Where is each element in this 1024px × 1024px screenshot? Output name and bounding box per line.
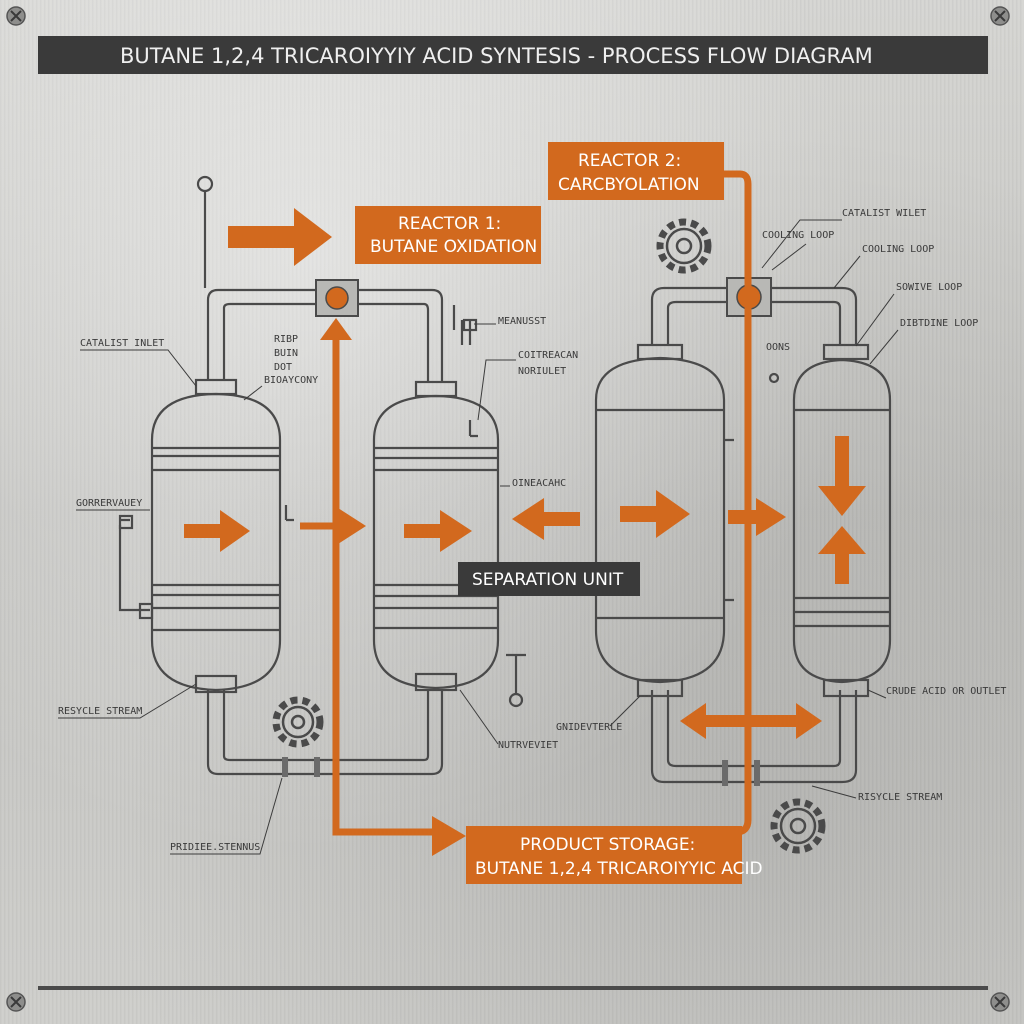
label-oons: OONS (766, 342, 790, 353)
vessel-2 (372, 380, 500, 692)
reactor-2-box: REACTOR 2: CARCBYOLATION (548, 142, 724, 200)
label-cooling-loop-2: COOLING LOOP (862, 244, 934, 255)
label-dot: DOT (274, 362, 292, 373)
product-storage-box: PRODUCT STORAGE: BUTANE 1,2,4 TRICAROIYY… (466, 826, 763, 884)
bottom-rail (38, 986, 988, 990)
label-noriulet: NORIULET (518, 366, 566, 377)
label-pridiee-stenius: PRIDIEE.STENNUS (170, 842, 260, 853)
label-risycle-stream: RISYCLE STREAM (858, 792, 942, 803)
flow-arrow-icon (404, 510, 472, 552)
gear-icon (770, 798, 826, 854)
label-cooling-loop-1: COOLING LOOP (762, 230, 834, 241)
label-nutrveviet: NUTRVEVIET (498, 740, 558, 751)
screw-icon (990, 992, 1010, 1012)
separation-unit-label: SEPARATION UNIT (472, 570, 624, 590)
flow-arrow-icon (184, 510, 250, 552)
reactor-2-subtitle: CARCBYOLATION (558, 175, 700, 195)
label-dibtdine-loop: DIBTDINE LOOP (900, 318, 978, 329)
label-meanusst: MEANUSST (498, 316, 546, 327)
gear-icon (272, 696, 324, 748)
vessel-1 (150, 378, 294, 694)
callouts: CATALIST INLET RIBP BUIN DOT BIOAYCONY G… (58, 208, 1006, 855)
gauge-icon (196, 175, 214, 193)
reactor-1-box: REACTOR 1: BUTANE OXIDATION (355, 206, 541, 264)
screw-icon (6, 6, 26, 26)
gear-icon (656, 218, 712, 274)
flow-arrow-icon (620, 490, 690, 538)
reactor-1-title: REACTOR 1: (398, 214, 501, 234)
label-sowive-loop: SOWIVE LOOP (896, 282, 962, 293)
screw-icon (990, 6, 1010, 26)
label-coitreacan: COITREACAN (518, 350, 578, 361)
pipe-flanges (282, 757, 760, 786)
valve-icon (315, 279, 359, 317)
reactor-2-title: REACTOR 2: (578, 151, 681, 171)
label-catalist-wilet: CATALIST WILET (842, 208, 926, 219)
product-storage-subtitle: BUTANE 1,2,4 TRICAROIYYIC ACID (475, 859, 763, 879)
flow-arrow-icon (228, 208, 332, 266)
screw-icon (6, 992, 26, 1012)
instrument-taps (118, 305, 780, 708)
vessel-4 (792, 343, 892, 698)
label-gnidevterle: GNIDEVTERLE (556, 722, 622, 733)
product-storage-title: PRODUCT STORAGE: (520, 835, 695, 855)
flow-arrow-icon (512, 498, 580, 540)
title-banner (38, 36, 988, 74)
label-gorrervauey: GORRERVAUEY (76, 498, 142, 509)
page-title: BUTANE 1,2,4 TRICAROIYYIY ACID SYNTESIS … (120, 44, 873, 68)
label-bioaycony: BIOAYCONY (264, 375, 318, 386)
vessel-3 (594, 343, 734, 698)
label-buin: BUIN (274, 348, 298, 359)
label-ribp: RIBP (274, 334, 298, 345)
separation-unit-box: SEPARATION UNIT (458, 562, 640, 596)
label-oineacahc: OINEACAHC (512, 478, 566, 489)
label-catalyst-inlet: CATALIST INLET (80, 338, 164, 349)
label-resycle-stream: RESYCLE STREAM (58, 706, 142, 717)
label-crude-acid-outlet: CRUDE ACID OR OUTLET (886, 686, 1006, 697)
reactor-1-subtitle: BUTANE OXIDATION (370, 237, 537, 257)
flow-arrow-icon (728, 498, 786, 536)
